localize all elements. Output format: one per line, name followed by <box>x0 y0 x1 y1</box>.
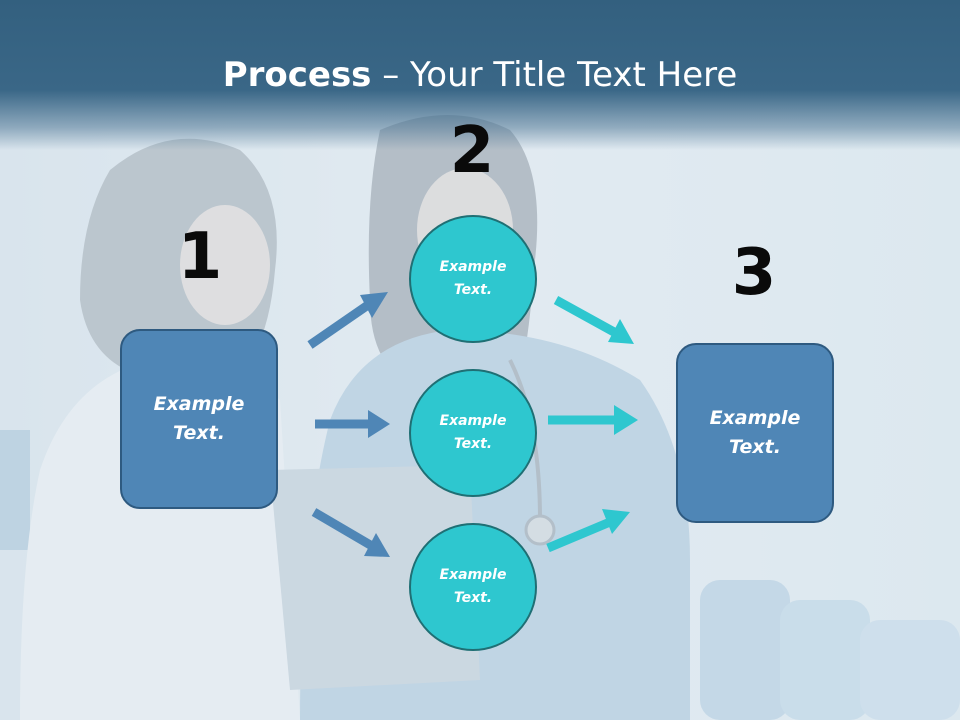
arrow-to-circle-3 <box>311 508 390 557</box>
step-1-box: Example Text. <box>120 329 278 509</box>
circle-3-line2: Text. <box>453 590 493 606</box>
arrow-to-circle-1 <box>307 292 388 349</box>
title-rest: – Your Title Text Here <box>371 55 738 95</box>
arrow-to-circle-2 <box>315 410 390 438</box>
circle-1-line2: Text. <box>453 282 493 298</box>
step-2-circle-1: Example Text. <box>409 215 537 343</box>
step-1-line2: Text. <box>173 422 225 444</box>
title-bold: Process <box>222 55 372 95</box>
step-2-circle-2: Example Text. <box>409 369 537 497</box>
arrow-from-circle-1 <box>553 296 634 344</box>
step-number-2: 2 <box>449 114 495 188</box>
circle-1-line1: Example <box>439 259 507 275</box>
step-number-1: 1 <box>177 220 223 294</box>
circle-3-line1: Example <box>439 567 507 583</box>
step-number-3: 3 <box>731 236 777 310</box>
step-3-line2: Text. <box>729 436 781 458</box>
arrow-from-circle-2 <box>548 405 638 435</box>
circle-2-line2: Text. <box>453 436 493 452</box>
step-2-circle-3: Example Text. <box>409 523 537 651</box>
arrow-from-circle-3 <box>546 509 630 553</box>
step-1-line1: Example <box>153 393 245 415</box>
step-3-line1: Example <box>709 407 801 429</box>
title-bar <box>0 0 960 150</box>
circle-2-line1: Example <box>439 413 507 429</box>
slide-title: Process – Your Title Text Here <box>0 52 960 98</box>
step-3-box: Example Text. <box>676 343 834 523</box>
